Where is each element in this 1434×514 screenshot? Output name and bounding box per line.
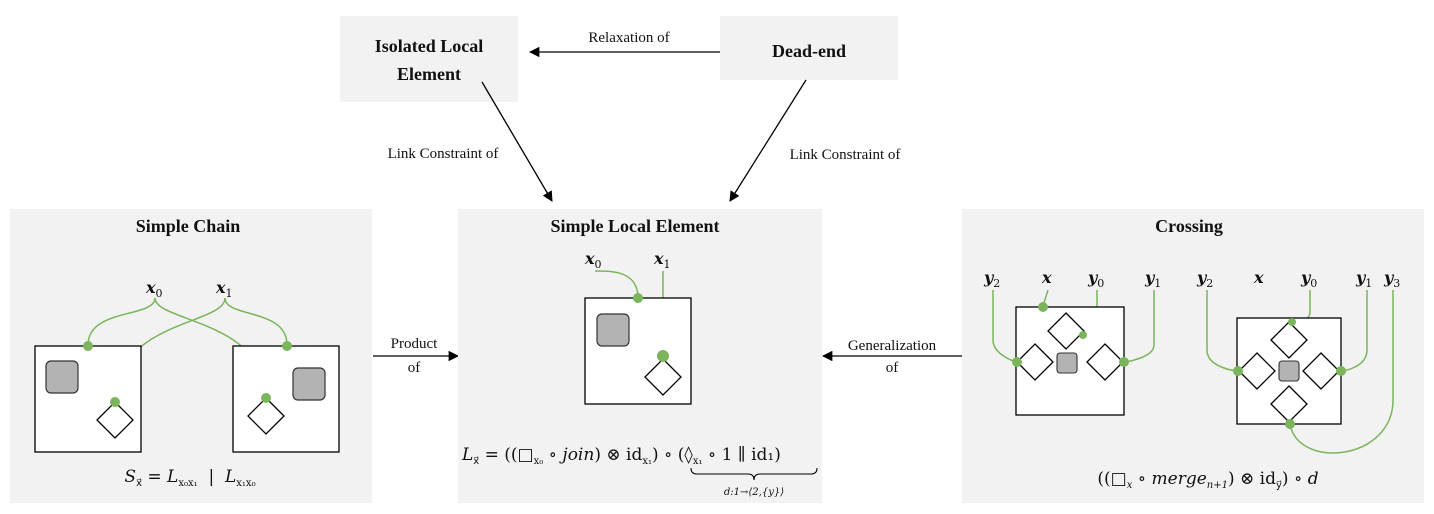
var-y2: y2 xyxy=(1196,268,1213,290)
simple-local-formula: Lx⃗ = ((□x₀ ∘ join) ⊗ idx₁) ∘ (◊x₁ ∘ 1 ∥… xyxy=(461,445,781,467)
var-y3: y3 xyxy=(1383,268,1400,290)
panel-title: Crossing xyxy=(1155,216,1223,236)
var-y0: y0 xyxy=(1300,268,1317,290)
var-x0: x0 xyxy=(584,249,602,271)
edge-label-line2: of xyxy=(408,360,421,376)
edge-label-line2: of xyxy=(886,360,899,376)
link-y3 xyxy=(1289,290,1394,454)
var-y2: y2 xyxy=(983,268,1000,290)
diamond-right xyxy=(1086,343,1124,381)
var-y1: y1 xyxy=(1144,268,1161,290)
edge-relaxation: Relaxation of xyxy=(528,30,720,58)
edge-arrow xyxy=(481,81,553,202)
link-x0 xyxy=(594,270,639,299)
diamond xyxy=(644,358,682,396)
node-dead-end: Dead-end xyxy=(720,16,898,80)
gray-square xyxy=(1056,352,1078,374)
gray-square xyxy=(292,367,326,401)
link-dot xyxy=(1233,366,1243,376)
node-title-line2: Element xyxy=(397,64,461,84)
diamond-left xyxy=(1238,352,1276,390)
simple-chain-formula: Sx⃗ = Lx₀x₁ | Lx₁x₀ xyxy=(124,467,255,489)
link-dot xyxy=(633,293,643,303)
gray-square xyxy=(1278,360,1300,382)
var-x1: x1 xyxy=(215,278,233,300)
link-dot xyxy=(83,341,93,351)
edge-label: Relaxation of xyxy=(588,30,669,46)
edge-generalization: Generalization of xyxy=(821,338,962,376)
edge-label-line1: Generalization xyxy=(848,338,937,354)
link-dot xyxy=(657,350,669,362)
var-x0: x0 xyxy=(145,278,163,300)
diamond-top xyxy=(1047,312,1085,350)
node-box xyxy=(720,16,898,80)
link-dot xyxy=(261,393,271,403)
underbrace xyxy=(690,467,818,481)
edge-arrow xyxy=(729,79,807,202)
node-crossing: Crossing y2 x y0 y1 y2 x y0 y1 y3 xyxy=(962,209,1424,503)
crossing-formula: ((□x ∘ mergen+1) ⊗ idy⃗) ∘ d xyxy=(1097,469,1318,491)
link-dot xyxy=(282,341,292,351)
var-y0: y0 xyxy=(1087,268,1104,290)
node-title: Dead-end xyxy=(772,41,846,61)
link-dot xyxy=(110,397,120,407)
panel-title: Simple Chain xyxy=(136,216,241,236)
link-dot xyxy=(1336,366,1346,376)
diamond-right xyxy=(1302,352,1340,390)
edge-link-constraint-left: Link Constraint of xyxy=(388,81,553,202)
node-title-line1: Isolated Local xyxy=(375,36,484,56)
link-dot xyxy=(1038,302,1048,312)
edge-product: Product of xyxy=(373,336,460,376)
link-x0-left-box xyxy=(87,297,156,346)
link-dot xyxy=(1119,357,1129,367)
edge-link-constraint-right: Link Constraint of xyxy=(729,79,901,202)
link-dot xyxy=(1288,318,1296,326)
var-x: x xyxy=(1253,268,1264,287)
underbrace-label: d:1→⟨2,{y}⟩ xyxy=(724,487,784,498)
gray-square xyxy=(45,360,79,394)
edge-label-line1: Product xyxy=(391,336,438,352)
link-dot xyxy=(1012,357,1022,367)
gray-square xyxy=(596,313,630,347)
panel-title: Simple Local Element xyxy=(551,216,720,236)
var-x: x xyxy=(1041,268,1052,287)
link-x1-right-box xyxy=(224,297,288,346)
link-dot xyxy=(1285,419,1295,429)
diamond xyxy=(247,397,285,435)
var-x1: x1 xyxy=(653,249,671,271)
link-dot xyxy=(1079,331,1087,339)
node-simple-chain: Simple Chain x0 x1 Sx⃗ = Lx₀x₁ | Lx₁x₀ xyxy=(10,209,372,503)
node-box xyxy=(340,16,518,102)
node-isolated-local-element: Isolated Local Element xyxy=(340,16,518,102)
diamond-top xyxy=(1270,321,1308,359)
edge-label: Link Constraint of xyxy=(388,146,499,162)
diamond-left xyxy=(1016,343,1054,381)
diamond xyxy=(96,401,134,439)
node-simple-local-element: Simple Local Element x0 x1 Lx⃗ = ((□x₀ ∘… xyxy=(458,209,822,503)
edge-label: Link Constraint of xyxy=(790,147,901,163)
var-y1: y1 xyxy=(1355,268,1372,290)
